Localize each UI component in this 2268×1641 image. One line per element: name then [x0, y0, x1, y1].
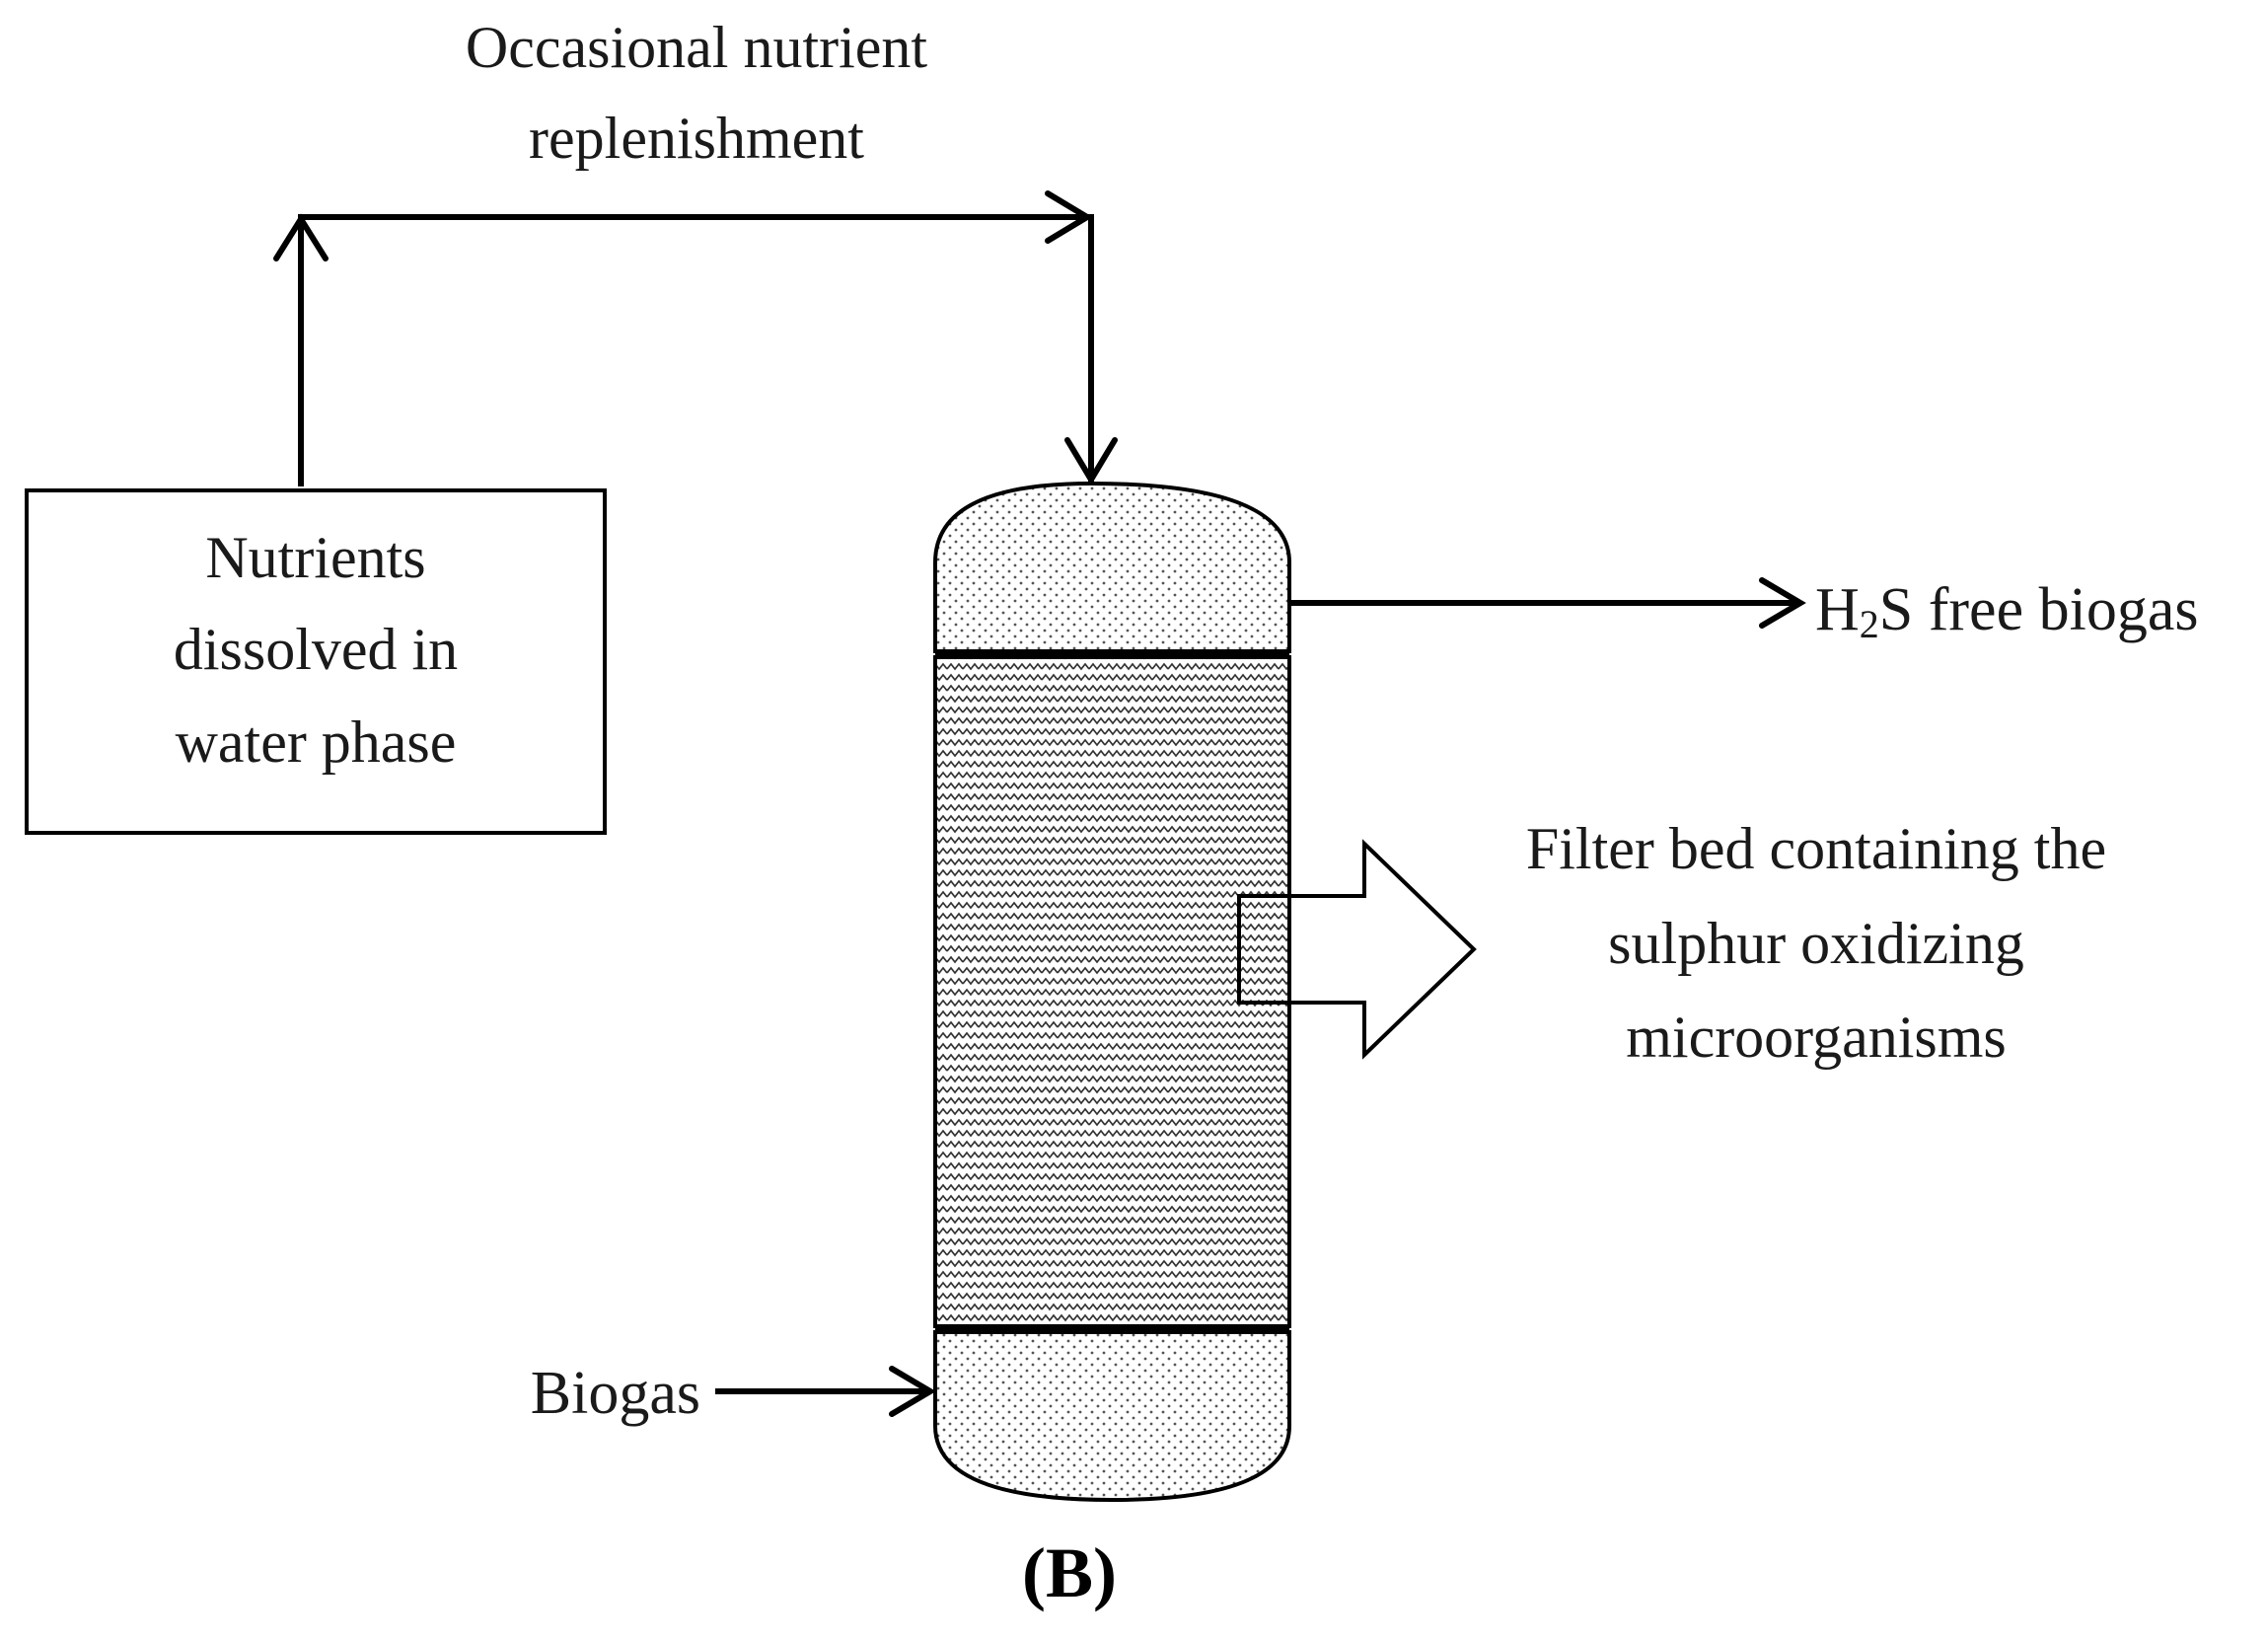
clean-biogas-outflow [1289, 577, 1806, 629]
biogas-inflow [715, 1366, 936, 1417]
arrowhead-right-icon [1759, 577, 1806, 629]
nutrient-replenishment-label-line2: replenishment [529, 106, 864, 171]
filter-bed-label-line1: Filter bed containing the [1526, 816, 2106, 881]
arrowhead-up-icon [273, 213, 329, 261]
panel-label: (B) [1022, 1533, 1117, 1612]
arrowhead-down-icon [1064, 437, 1118, 485]
bottom-plenum [933, 1330, 1291, 1503]
nutrient-replenishment-label-line1: Occasional nutrient [466, 15, 927, 80]
biogas-inlet-label: Biogas [531, 1360, 700, 1427]
nutrients-box-label-line3: water phase [176, 709, 457, 775]
clean-biogas-label: H2S free biogas [1815, 576, 2198, 646]
nutrients-box-label-line2: dissolved in [174, 617, 458, 682]
nutrients-box-label-line1: Nutrients [205, 525, 425, 590]
top-headspace [933, 481, 1291, 653]
biofilter-column [933, 481, 1291, 1503]
arrowhead-right-icon [1045, 190, 1093, 244]
block-arrow-right-icon [1237, 839, 1477, 1060]
nutrient-replenishment-flow [273, 190, 1118, 486]
arrowhead-right-icon [889, 1366, 936, 1417]
filter-bed-label-line2: sulphur oxidizing [1608, 911, 2024, 976]
nutrients-box [25, 488, 607, 835]
filter-bed [933, 655, 1291, 1328]
filter-bed-label-line3: microorganisms [1626, 1005, 2007, 1070]
